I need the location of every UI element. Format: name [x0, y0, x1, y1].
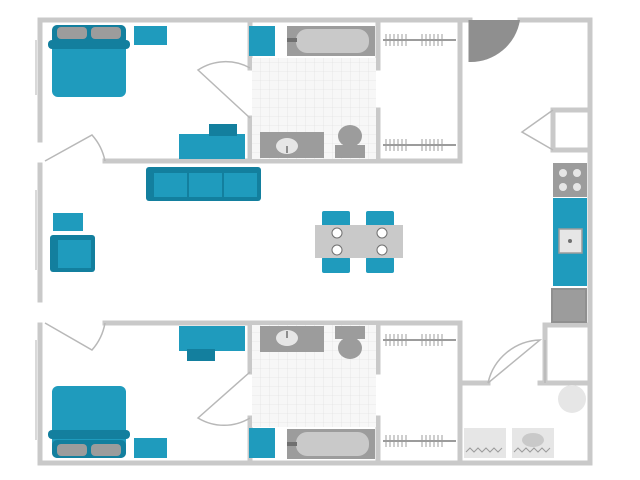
chair-icon[interactable]: [366, 257, 394, 273]
top-bath: [260, 26, 375, 158]
dryer-icon[interactable]: [512, 428, 554, 458]
front-door[interactable]: [470, 20, 520, 63]
side-table-icon[interactable]: [249, 428, 275, 458]
closet-rod-icon: [383, 435, 456, 447]
stove-icon[interactable]: [553, 163, 587, 197]
bathtub-icon[interactable]: [287, 26, 375, 56]
closet-rod-icon: [383, 34, 456, 46]
side-table-icon[interactable]: [53, 213, 83, 231]
sink-icon[interactable]: [260, 326, 324, 352]
bed-icon[interactable]: [48, 25, 130, 97]
closet-rod-icon: [383, 334, 456, 346]
bottom-closet: [383, 334, 456, 447]
desk-icon[interactable]: [179, 326, 245, 361]
kitchen: [551, 163, 587, 323]
side-table-icon[interactable]: [249, 26, 275, 56]
walls: [37, 17, 593, 466]
water-heater-icon[interactable]: [558, 385, 586, 413]
chair-icon[interactable]: [322, 211, 350, 227]
toilet-icon[interactable]: [335, 125, 365, 158]
sofa-icon[interactable]: [146, 167, 261, 201]
closet-rod-icon: [383, 139, 456, 151]
kitchen-sink-icon[interactable]: [553, 198, 587, 286]
desk-icon[interactable]: [179, 124, 245, 159]
armchair-icon[interactable]: [50, 235, 95, 272]
living-area: [50, 167, 403, 273]
top-bedroom: [48, 25, 275, 159]
door-right-closet[interactable]: [520, 109, 554, 151]
doors: [44, 60, 554, 427]
chair-icon[interactable]: [322, 257, 350, 273]
nightstand-icon[interactable]: [134, 26, 167, 45]
bed-icon[interactable]: [48, 386, 130, 458]
washer-icon[interactable]: [464, 428, 506, 458]
laundry: [464, 385, 586, 458]
bathtub-icon[interactable]: [287, 429, 375, 459]
chair-icon[interactable]: [366, 211, 394, 227]
toilet-icon[interactable]: [335, 326, 365, 359]
door-top-bath[interactable]: [196, 60, 251, 119]
door-bottom-bath[interactable]: [196, 371, 251, 427]
chair-icon[interactable]: [187, 349, 215, 361]
nightstand-icon[interactable]: [134, 438, 167, 458]
door-laundry[interactable]: [487, 339, 543, 384]
dining-table-icon[interactable]: [315, 211, 403, 273]
top-closet: [383, 34, 456, 151]
door-bottom-bedroom[interactable]: [44, 322, 106, 351]
bottom-bath: [260, 326, 375, 459]
chair-icon[interactable]: [209, 124, 237, 136]
door-top-bedroom[interactable]: [44, 134, 106, 162]
bottom-bedroom: [48, 326, 275, 458]
sink-icon[interactable]: [260, 132, 324, 158]
fridge-icon[interactable]: [551, 288, 587, 323]
